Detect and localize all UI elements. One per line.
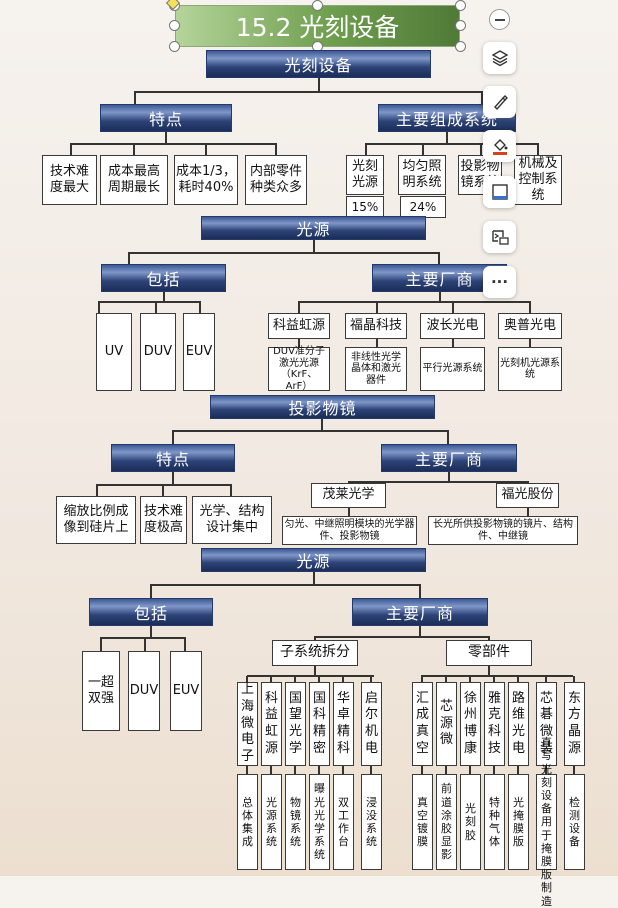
percent-badge: 24% <box>400 196 446 218</box>
feature-item: 技术难度最大 <box>42 155 97 205</box>
component-item: 均匀照明系统 <box>398 155 446 195</box>
makers-node: 主要厂商 <box>381 444 517 472</box>
parts-company: 东方晶源 <box>564 682 585 766</box>
include-item: EUV <box>183 313 215 391</box>
subsystem-company: 上海微电子 <box>237 682 258 766</box>
prompt-icon[interactable] <box>483 221 516 253</box>
resize-handle[interactable] <box>455 41 466 52</box>
parts-company: 芯碁微装 <box>536 682 557 766</box>
maker-product: 长光所供投影物镜的镜片、结构件、中继镜 <box>428 516 578 545</box>
parts-company: 汇成真空 <box>412 682 433 766</box>
layers-icon[interactable] <box>483 42 516 74</box>
more-icon[interactable]: ··· <box>483 266 516 298</box>
light-source-node: 光源 <box>201 548 426 572</box>
parts-product: 光刻胶 <box>460 774 481 870</box>
maker-product: DUV准分子激光光源（KrF、ArF） <box>268 346 330 392</box>
include-item: DUV <box>128 651 160 731</box>
features-node: 特点 <box>111 444 235 472</box>
parts-company: 徐州博康 <box>460 682 481 766</box>
parts-company: 路维光电 <box>508 682 529 766</box>
resize-handle[interactable] <box>455 0 466 11</box>
feature-item: 内部零件种类众多 <box>245 155 307 205</box>
subsystem-product: 总体集成 <box>237 774 258 870</box>
component-item: 光刻光源 <box>346 155 384 195</box>
subsystem-company: 科益虹源 <box>261 682 282 766</box>
includes-node: 包括 <box>89 598 213 626</box>
maker-item: 科益虹源 <box>268 313 330 339</box>
minus-icon[interactable] <box>489 9 510 30</box>
maker-item: 福晶科技 <box>345 313 407 339</box>
subsystem-company: 启尔机电 <box>361 682 382 766</box>
include-item: DUV <box>140 313 176 391</box>
feature-item: 技术难度极高 <box>140 496 187 544</box>
parts-product: 真空镀膜 <box>412 774 433 870</box>
parts-company: 芯源微 <box>436 682 457 766</box>
resize-handle[interactable] <box>169 20 180 31</box>
makers-node: 主要厂商 <box>352 598 488 626</box>
feature-item: 成本最高周期最长 <box>100 155 168 205</box>
feature-item: 成本1/3，耗时40% <box>174 155 238 205</box>
subsystem-company: 国科精密 <box>309 682 330 766</box>
frame-icon[interactable] <box>483 176 516 208</box>
parts-node: 零部件 <box>446 640 532 666</box>
features-node: 特点 <box>100 104 232 132</box>
resize-handle[interactable] <box>312 0 323 11</box>
maker-item: 福光股份 <box>496 483 559 508</box>
maker-product: 非线性光学晶体和激光器件 <box>345 347 407 391</box>
subsystem-product: 浸没系统 <box>361 774 382 870</box>
fill-icon[interactable] <box>483 130 516 162</box>
subsystem-node: 子系统拆分 <box>272 640 358 666</box>
page-title[interactable]: 15.2 光刻设备 <box>175 5 460 47</box>
parts-product: 特种气体 <box>484 774 505 870</box>
root-node: 光刻设备 <box>206 50 431 78</box>
resize-handle[interactable] <box>169 41 180 52</box>
light-source-node: 光源 <box>201 216 426 240</box>
parts-product: 直写光刻设备用于掩膜版制造 <box>536 736 557 908</box>
maker-item: 波长光电 <box>420 313 485 339</box>
component-item: 机械及控制系统 <box>514 155 562 205</box>
include-item: 一超双强 <box>82 651 120 731</box>
resize-handle[interactable] <box>455 20 466 31</box>
feature-item: 光学、结构设计集中 <box>192 496 272 544</box>
percent-badge: 15% <box>346 196 384 218</box>
include-item: EUV <box>170 651 202 731</box>
subsystem-company: 华卓精科 <box>333 682 354 766</box>
parts-product: 前道涂胶显影 <box>436 774 457 870</box>
parts-company: 雅克科技 <box>484 682 505 766</box>
maker-product: 光刻机光源系统 <box>498 347 562 391</box>
subsystem-product: 曝光光学系统 <box>309 774 330 870</box>
subsystem-product: 物镜系统 <box>285 774 306 870</box>
maker-product: 匀光、中继照明模块的光学器件、投影物镜 <box>282 516 417 545</box>
brush-icon[interactable] <box>483 86 516 118</box>
feature-item: 缩放比例成像到硅片上 <box>56 496 136 544</box>
subsystem-company: 国望光学 <box>285 682 306 766</box>
parts-product: 光掩膜版 <box>508 774 529 870</box>
parts-product: 检测设备 <box>564 774 585 870</box>
objective-node: 投影物镜 <box>210 395 435 419</box>
maker-product: 平行光源系统 <box>420 347 485 391</box>
subsystem-product: 光源系统 <box>261 774 282 870</box>
include-item: UV <box>96 313 132 391</box>
maker-item: 奥普光电 <box>498 313 562 339</box>
maker-item: 茂莱光学 <box>311 483 386 508</box>
includes-node: 包括 <box>101 264 226 292</box>
subsystem-product: 双工作台 <box>333 774 354 870</box>
